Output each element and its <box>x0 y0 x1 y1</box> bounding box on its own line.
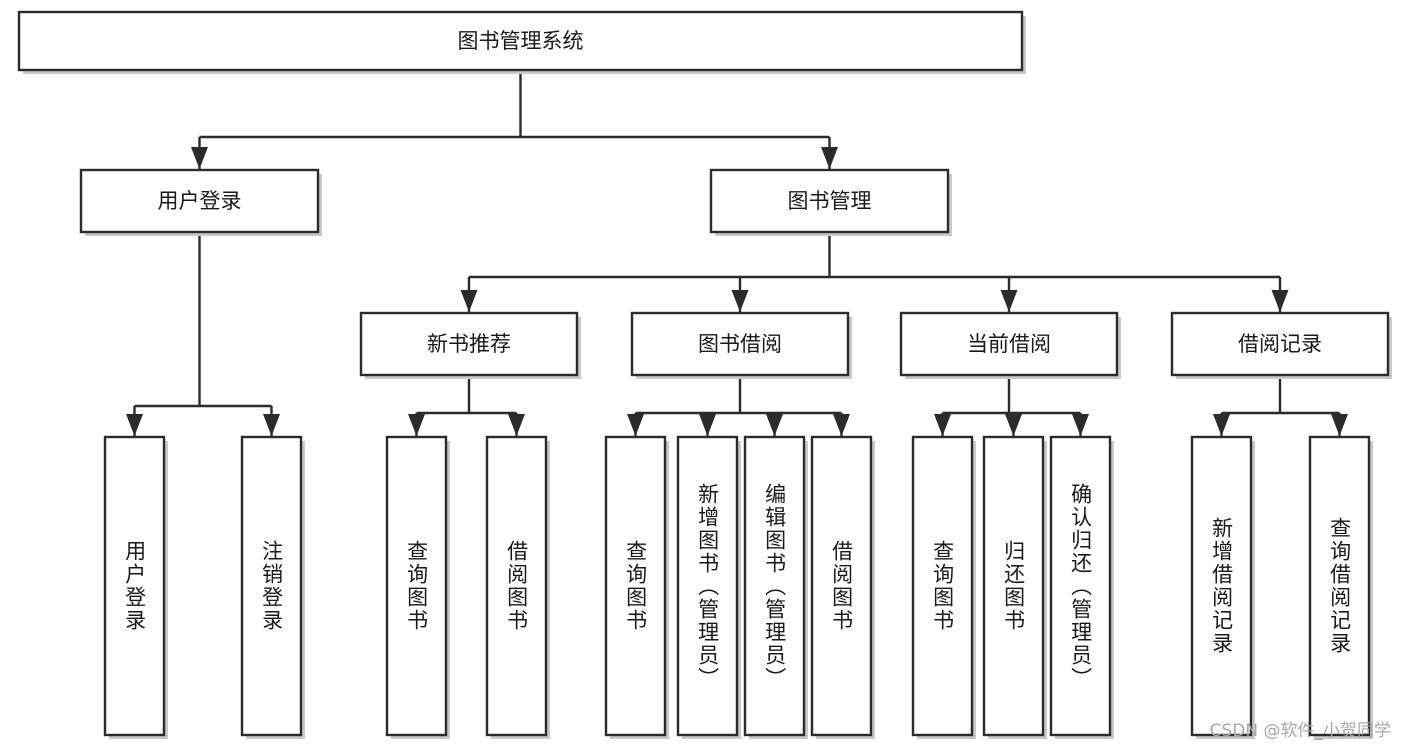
node-leaf-5[interactable] <box>676 435 739 737</box>
userlogin-arrow-0 <box>126 414 143 436</box>
node-root[interactable] <box>17 10 1024 72</box>
node-leaf-9[interactable] <box>982 435 1045 737</box>
node-leaf-1[interactable] <box>240 435 303 737</box>
node-leaf-8[interactable] <box>911 435 974 737</box>
current-arrow-2 <box>1072 414 1089 436</box>
node-root-label: 图书管理系统 <box>458 29 584 53</box>
node-level3-0[interactable] <box>359 311 579 377</box>
bookmgmt-arrow-1 <box>731 290 749 312</box>
node-level3-2-label: 当前借阅 <box>967 332 1051 356</box>
root-arrow-0 <box>191 147 208 169</box>
node-level2-1[interactable] <box>709 168 950 234</box>
newbook-arrow-1 <box>508 414 525 436</box>
bookmgmt-arrow-2 <box>1000 290 1018 312</box>
borrow-arrow-2 <box>766 414 783 436</box>
borrow-arrow-3 <box>833 414 850 436</box>
node-leaf-7[interactable] <box>810 435 873 737</box>
root-arrow-1 <box>821 147 838 169</box>
current-arrow-1 <box>1005 414 1022 436</box>
node-level3-1-label: 图书借阅 <box>698 332 782 356</box>
node-leaf-0[interactable] <box>103 435 166 737</box>
node-leaf-6[interactable] <box>743 435 806 737</box>
borrow-arrow-0 <box>627 414 644 436</box>
node-level3-1[interactable] <box>630 311 850 377</box>
node-level3-3-label: 借阅记录 <box>1238 332 1322 356</box>
node-level3-3[interactable] <box>1170 311 1390 377</box>
node-level2-1-label: 图书管理 <box>788 189 872 213</box>
records-arrow-0 <box>1213 414 1230 436</box>
node-leaf-11[interactable] <box>1190 435 1253 737</box>
edges-layer <box>126 70 1348 436</box>
node-level2-0[interactable] <box>79 168 320 234</box>
userlogin-arrow-1 <box>263 414 280 436</box>
node-level3-2[interactable] <box>899 311 1119 377</box>
bookmgmt-arrow-0 <box>460 290 478 312</box>
node-leaf-2[interactable] <box>385 435 448 737</box>
current-arrow-0 <box>934 414 951 436</box>
borrow-arrow-1 <box>699 414 716 436</box>
node-leaf-3[interactable] <box>485 435 548 737</box>
node-level2-0-label: 用户登录 <box>158 189 242 213</box>
node-leaf-12[interactable] <box>1308 435 1371 737</box>
records-arrow-1 <box>1331 414 1348 436</box>
node-leaf-10[interactable] <box>1049 435 1112 737</box>
bookmgmt-arrow-3 <box>1271 290 1289 312</box>
node-level3-0-label: 新书推荐 <box>427 332 511 356</box>
newbook-arrow-0 <box>408 414 425 436</box>
node-leaf-4[interactable] <box>604 435 667 737</box>
